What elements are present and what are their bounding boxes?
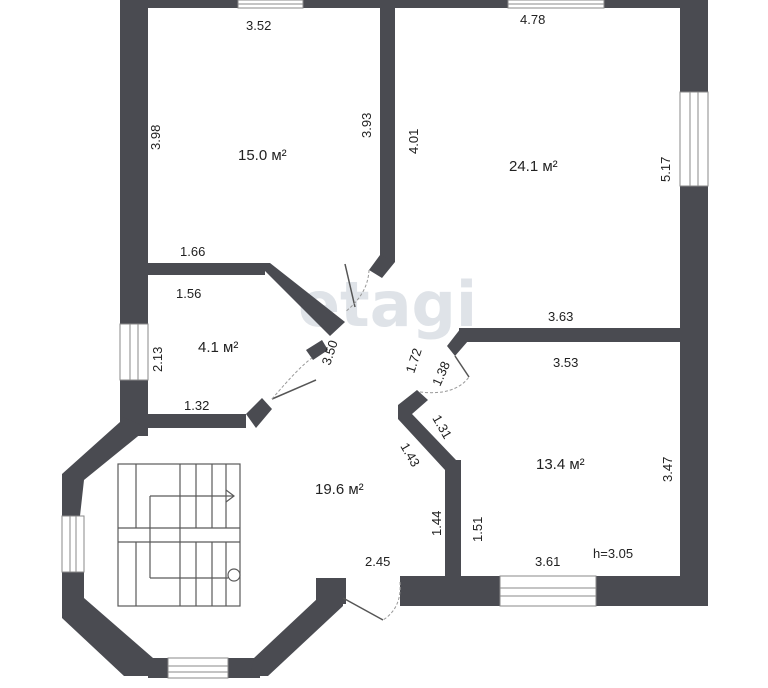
window-icon xyxy=(499,575,597,607)
dimension-label: 1.44 xyxy=(429,511,444,536)
dimension-label: 1.66 xyxy=(180,244,205,259)
dimension-label: 3.63 xyxy=(548,309,573,324)
room-area-label: 19.6 м² xyxy=(315,481,364,498)
window-icon xyxy=(507,0,605,9)
windows xyxy=(61,0,709,679)
dimension-label: 2.13 xyxy=(150,347,165,372)
dimension-label: 1.56 xyxy=(176,286,201,301)
ceiling-height-label: h=3.05 xyxy=(593,546,633,561)
walls xyxy=(62,0,708,678)
room-area-label: 15.0 м² xyxy=(238,147,287,164)
dimension-label: 2.45 xyxy=(365,554,390,569)
doors xyxy=(271,263,470,621)
dimension-label: 3.50 xyxy=(319,338,341,367)
dimension-label: 3.47 xyxy=(660,457,675,482)
window-icon xyxy=(119,323,149,381)
window-icon xyxy=(237,0,304,9)
window-icon xyxy=(167,657,229,679)
dimension-label: 3.61 xyxy=(535,554,560,569)
dimension-label: 1.43 xyxy=(397,440,423,469)
dimension-label: 3.98 xyxy=(148,125,163,150)
door-icon xyxy=(271,357,317,400)
room-area-label: 4.1 м² xyxy=(198,339,238,356)
dimension-label: 4.78 xyxy=(520,12,545,27)
staircase-icon xyxy=(117,463,241,607)
dimension-label: 4.01 xyxy=(406,129,421,154)
dimension-label: 3.52 xyxy=(246,18,271,33)
dimension-label: 3.53 xyxy=(553,355,578,370)
door-icon xyxy=(419,355,470,394)
window-icon xyxy=(61,515,85,573)
dimension-labels: 3.52 3.98 3.93 4.78 4.01 5.17 1.66 1.56 … xyxy=(148,12,675,569)
dimension-label: 3.93 xyxy=(359,113,374,138)
dimension-label: 1.32 xyxy=(184,398,209,413)
door-icon xyxy=(342,581,401,621)
dimension-label: 1.72 xyxy=(403,346,425,375)
room-area-label: 13.4 м² xyxy=(536,456,585,473)
dimension-label: 5.17 xyxy=(658,157,673,182)
room-area-label: 24.1 м² xyxy=(509,158,558,175)
dimension-label: 1.38 xyxy=(429,359,453,388)
window-icon xyxy=(679,91,709,187)
door-icon xyxy=(344,263,370,313)
dimension-label: 1.51 xyxy=(470,517,485,542)
